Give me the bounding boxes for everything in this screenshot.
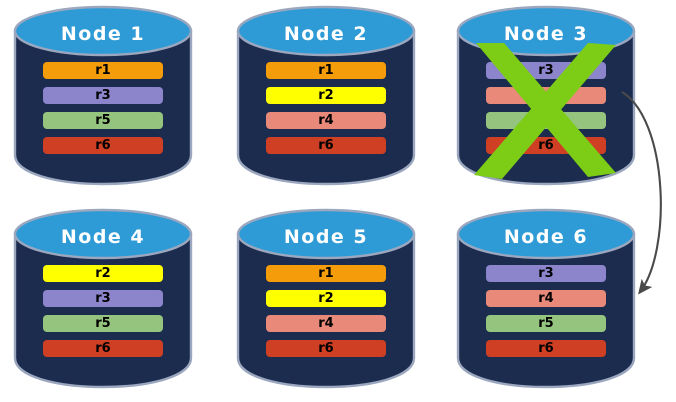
replica-list: r2 r3 r5 r6 <box>43 265 163 365</box>
replica-list: r3 r4 r5 r6 <box>486 265 606 365</box>
replica-bar-r2[interactable]: r2 <box>266 290 386 307</box>
replica-bar-r4[interactable]: r4 <box>266 315 386 332</box>
replica-bar-r4[interactable]: r4 <box>266 112 386 129</box>
cylinder-top-ellipse <box>236 208 416 260</box>
replica-bar-r2[interactable]: r2 <box>266 87 386 104</box>
replica-bar-r6[interactable]: r6 <box>486 137 606 154</box>
replica-list: r1 r2 r4 r6 <box>266 62 386 162</box>
cylinder-top-ellipse <box>13 208 193 260</box>
cylinder-top-ellipse <box>456 208 636 260</box>
replica-bar-r1[interactable]: r1 <box>266 265 386 282</box>
cylinder-top-ellipse <box>13 5 193 57</box>
replica-bar-r1[interactable]: r1 <box>43 62 163 79</box>
replica-bar-r3[interactable]: r3 <box>43 290 163 307</box>
replica-bar-r3[interactable]: r3 <box>486 62 606 79</box>
replica-list: r1 r2 r4 r6 <box>266 265 386 365</box>
replica-bar-r6[interactable]: r6 <box>266 340 386 357</box>
replica-bar-r5[interactable]: r5 <box>43 315 163 332</box>
replica-bar-r4[interactable]: r4 <box>486 290 606 307</box>
replica-bar-r6[interactable]: r6 <box>43 137 163 154</box>
replica-bar-r2[interactable]: r2 <box>43 265 163 282</box>
replica-bar-r5[interactable]: r5 <box>486 315 606 332</box>
replica-bar-r5[interactable]: r5 <box>43 112 163 129</box>
cylinder-top-ellipse <box>236 5 416 57</box>
replica-list: r3 r4 r5 r6 <box>486 62 606 162</box>
cylinder-top-ellipse <box>456 5 636 57</box>
replica-bar-r5[interactable]: r5 <box>486 112 606 129</box>
replica-list: r1 r3 r5 r6 <box>43 62 163 162</box>
replica-bar-r6[interactable]: r6 <box>43 340 163 357</box>
replica-bar-r4[interactable]: r4 <box>486 87 606 104</box>
replica-bar-r6[interactable]: r6 <box>266 137 386 154</box>
replica-bar-r3[interactable]: r3 <box>43 87 163 104</box>
replica-bar-r1[interactable]: r1 <box>266 62 386 79</box>
replica-bar-r6[interactable]: r6 <box>486 340 606 357</box>
replica-bar-r3[interactable]: r3 <box>486 265 606 282</box>
